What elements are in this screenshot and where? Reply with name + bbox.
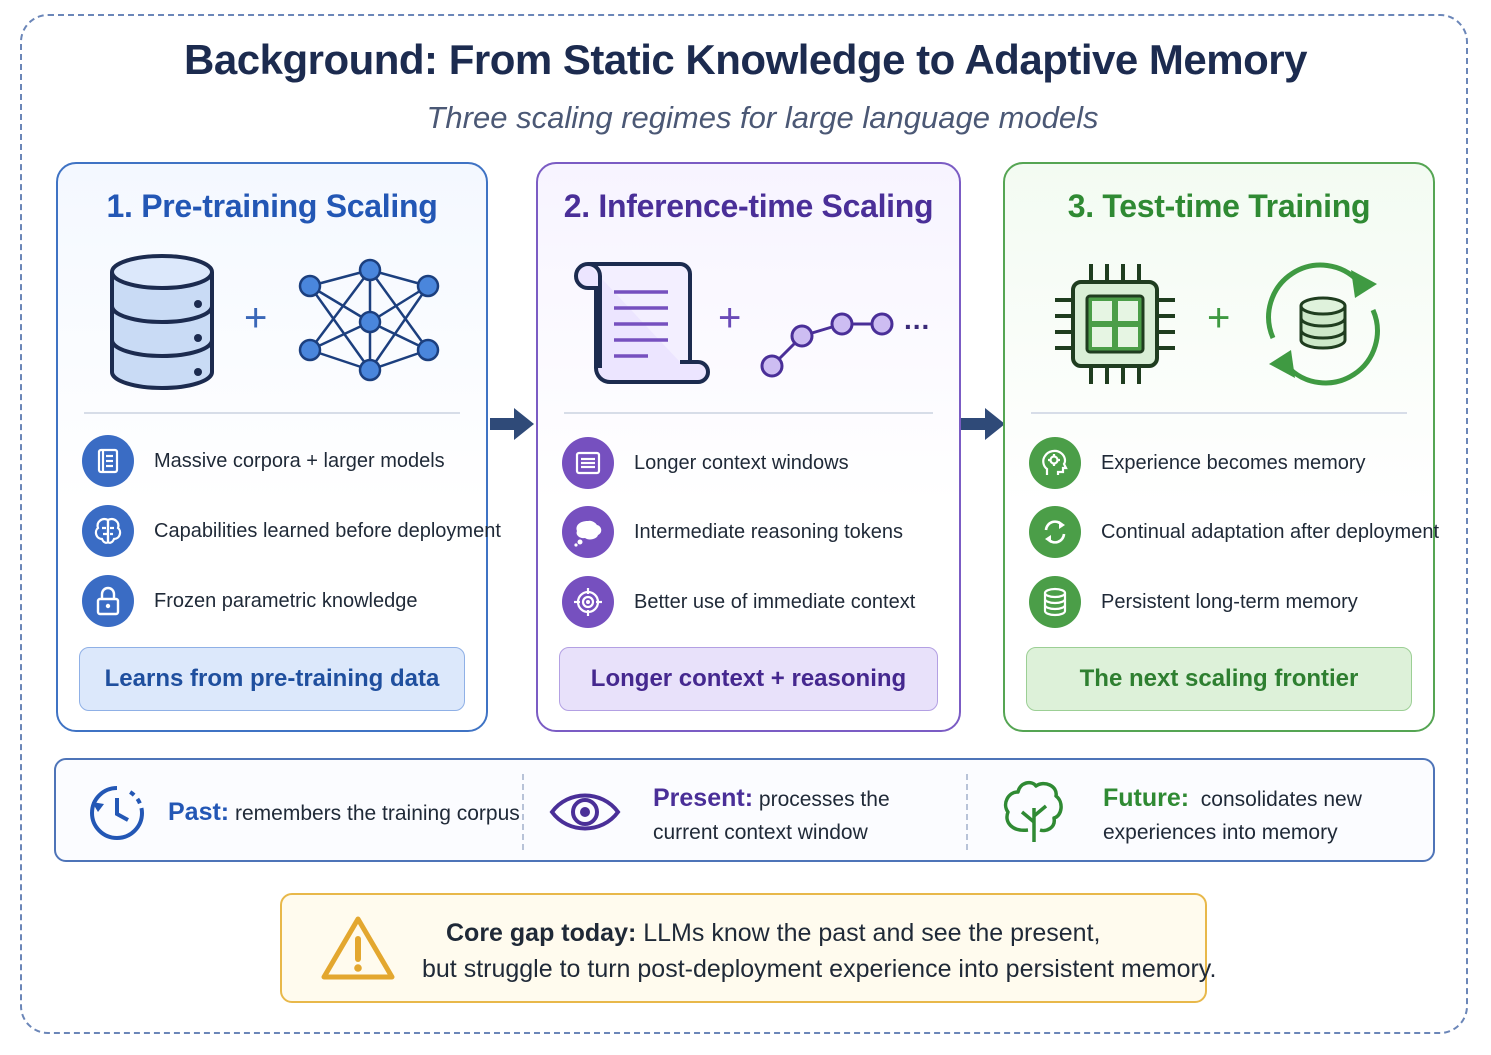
memory-cycle-icon <box>1266 262 1380 386</box>
token-chain-icon <box>760 312 894 378</box>
item-text: Capabilities learned before deployment <box>154 519 501 542</box>
page-subtitle: Three scaling regimes for large language… <box>426 100 1099 135</box>
target-icon <box>562 576 614 628</box>
item-text: Persistent long-term memory <box>1101 590 1358 613</box>
chain-ellipsis: ... <box>904 304 931 335</box>
page-title: Background: From Static Knowledge to Ada… <box>184 36 1307 83</box>
summary-pill: Longer context + reasoning <box>559 647 938 711</box>
plus-sign: + <box>1207 296 1231 340</box>
summary-pill: Learns from pre-training data <box>79 647 465 711</box>
panel-inference: 2. Inference-time Scaling + ... Longer c… <box>536 162 961 732</box>
timeline-past: Past: remembers the training corpus <box>168 796 520 830</box>
document-lines-icon <box>562 437 614 489</box>
future-label: Future: <box>1103 784 1190 812</box>
item-text: Continual adaptation after deployment <box>1101 520 1440 543</box>
list-item: Longer context windows <box>562 436 849 490</box>
panel-test-time-training: 3. Test-time Training + <box>1003 162 1439 732</box>
callout-line-2: but struggle to turn post-deployment exp… <box>422 955 1217 983</box>
list-item: Massive corpora + larger models <box>82 434 445 488</box>
timeline-separator <box>522 774 524 850</box>
list-item: Continual adaptation after deployment <box>1029 505 1439 559</box>
future-text-1: consolidates new <box>1200 788 1362 811</box>
present-label: Present: <box>653 784 754 812</box>
panel-title: 1. Pre-training Scaling <box>106 188 438 224</box>
database-icon <box>1029 576 1081 628</box>
item-text: Longer context windows <box>634 451 849 474</box>
timeline-present: Present: processes the current context w… <box>653 782 890 849</box>
timeline-bar: Past: remembers the training corpus Pres… <box>54 758 1435 862</box>
past-text: remembers the training corpus <box>234 802 520 825</box>
panel-title: 2. Inference-time Scaling <box>563 188 934 224</box>
item-text: Better use of immediate context <box>634 590 916 613</box>
core-gap-callout: Core gap today: LLMs know the past and s… <box>280 893 1216 1003</box>
list-item: Persistent long-term memory <box>1029 575 1358 629</box>
panel-icons: + <box>58 252 486 402</box>
brain-icon <box>82 505 134 557</box>
refresh-icon <box>1029 506 1081 558</box>
clock-history-icon <box>90 786 144 840</box>
past-label: Past: <box>168 798 230 826</box>
neural-network-icon <box>298 258 440 382</box>
divider <box>84 412 460 414</box>
summary-pill: The next scaling frontier <box>1026 647 1412 711</box>
outer-frame <box>20 14 1468 1034</box>
future-text-2: experiences into memory <box>1103 821 1338 844</box>
arrow-right-icon <box>961 408 1005 440</box>
present-text-1: processes the <box>758 788 890 811</box>
timeline-separator <box>966 774 968 850</box>
list-item: Frozen parametric knowledge <box>82 574 417 628</box>
callout-line-1: LLMs know the past and see the present, <box>643 919 1101 947</box>
panel-icons: + <box>1005 252 1433 402</box>
head-gear-icon <box>1029 437 1081 489</box>
callout-text: Core gap today: LLMs know the past and s… <box>422 915 1216 987</box>
present-text-2: current context window <box>653 821 868 844</box>
divider <box>564 412 933 414</box>
divider <box>1031 412 1407 414</box>
list-item: Capabilities learned before deployment <box>82 504 501 558</box>
arrow-right-icon <box>490 408 534 440</box>
book-icon <box>82 435 134 487</box>
database-icon <box>110 254 214 390</box>
thought-bubble-icon <box>562 506 614 558</box>
plus-sign: + <box>718 296 742 340</box>
panel-pretraining: 1. Pre-training Scaling + <box>56 162 501 732</box>
item-text: Intermediate reasoning tokens <box>634 520 904 543</box>
item-text: Massive corpora + larger models <box>154 449 445 472</box>
tree-icon <box>1003 780 1063 842</box>
scroll-icon <box>573 262 710 384</box>
plus-sign: + <box>244 296 268 340</box>
list-item: Better use of immediate context <box>562 575 915 629</box>
panel-title: 3. Test-time Training <box>1067 188 1371 224</box>
callout-label: Core gap today: <box>446 919 637 947</box>
lock-icon <box>82 575 134 627</box>
list-item: Experience becomes memory <box>1029 436 1366 490</box>
item-text: Experience becomes memory <box>1101 451 1366 474</box>
item-text: Frozen parametric knowledge <box>154 589 418 612</box>
list-item: Intermediate reasoning tokens <box>562 505 903 559</box>
panel-icons: + ... <box>538 252 959 402</box>
timeline-future: Future: consolidates new experiences int… <box>1103 782 1362 849</box>
warning-icon <box>321 916 395 980</box>
eye-icon <box>549 793 621 831</box>
chip-icon <box>1055 264 1175 384</box>
